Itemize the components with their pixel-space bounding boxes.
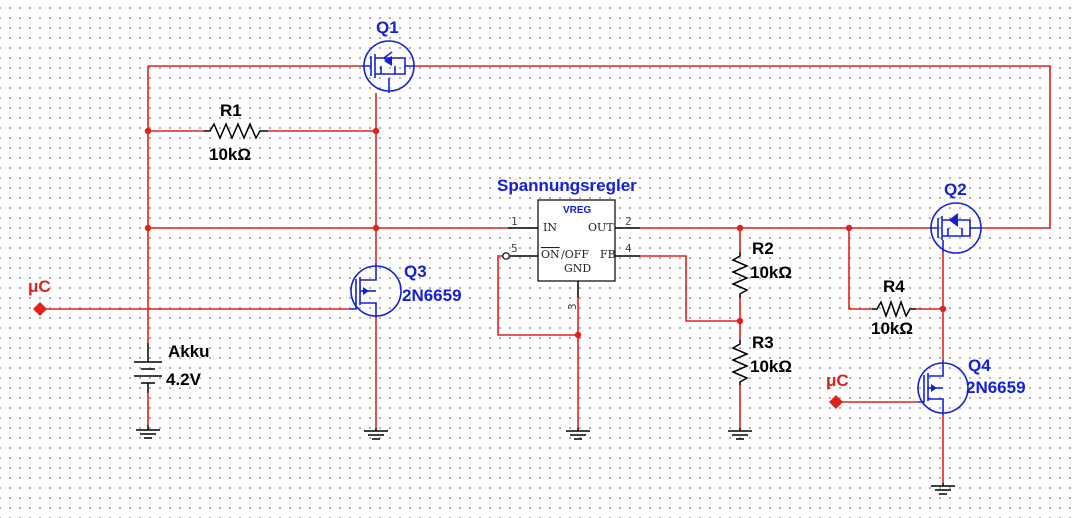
q4-mosfet[interactable]: Q4 2N6659 [917, 356, 1026, 415]
pin-out: OUT [588, 221, 614, 234]
junction-dot [845, 224, 853, 232]
r1-value: 10kΩ [209, 145, 251, 164]
ground-regulator [566, 428, 590, 440]
uc-port-right-label: μC [826, 371, 849, 390]
pin-number-1: 1 [511, 215, 518, 228]
pin-in: IN [543, 221, 557, 234]
uc-port-right[interactable]: μC [826, 371, 849, 409]
ground-divider [728, 428, 752, 440]
q3-part: 2N6659 [402, 286, 462, 305]
junction-dot [574, 331, 582, 339]
r4-value: 10kΩ [871, 319, 913, 338]
battery-value: 4.2V [166, 370, 202, 389]
r3-resistor[interactable]: R3 10kΩ [731, 333, 792, 385]
wires [40, 65, 1051, 483]
r3-value: 10kΩ [750, 357, 792, 376]
battery[interactable]: Akku 4.2V [134, 342, 210, 393]
q2-label: Q2 [944, 180, 967, 199]
wire-top-right-loop [415, 65, 1051, 229]
q3-label: Q3 [404, 262, 427, 281]
r1-resistor[interactable]: R1 10kΩ [204, 101, 268, 164]
q4-label: Q4 [968, 356, 991, 375]
junction-dot [939, 305, 947, 313]
junction-dot [372, 224, 380, 232]
regulator-inner-label: VREG [563, 205, 592, 216]
r2-resistor[interactable]: R2 10kΩ [731, 239, 792, 298]
junction-dot [736, 317, 744, 325]
r2-value: 10kΩ [750, 263, 792, 282]
r2-label: R2 [752, 239, 774, 258]
r4-resistor[interactable]: R4 10kΩ [871, 277, 916, 338]
q2-mosfet[interactable]: Q2 [930, 180, 982, 254]
junctions [144, 127, 947, 339]
junction-dot [144, 127, 152, 135]
wire-r4-left [848, 228, 872, 310]
q1-label: Q1 [376, 18, 399, 37]
wire-onoff-loop [497, 255, 578, 336]
r3-label: R3 [752, 333, 774, 352]
pin-gnd: GND [564, 262, 591, 275]
regulator-body [537, 199, 616, 282]
uc-port-left[interactable]: μC [28, 277, 51, 316]
pin-number-2: 2 [625, 215, 632, 228]
ground-q3 [364, 428, 388, 440]
q3-mosfet[interactable]: Q3 2N6659 [350, 262, 462, 318]
r1-label: R1 [220, 101, 242, 120]
pin-number-4: 4 [625, 242, 632, 255]
pin-fb: FB [600, 248, 616, 261]
r4-label: R4 [883, 277, 905, 296]
q4-part: 2N6659 [966, 378, 1026, 397]
q1-mosfet[interactable]: Q1 [362, 18, 415, 93]
pin-off: /OFF [561, 248, 589, 261]
pin-on: ON [541, 248, 560, 261]
uc-port-left-label: μC [28, 277, 51, 296]
junction-dot [736, 224, 744, 232]
wire-fb-line [640, 255, 740, 322]
ground-battery [136, 425, 160, 439]
regulator-title: Spannungsregler [497, 176, 637, 195]
voltage-regulator[interactable]: Spannungsregler VREG IN OUT ON /OFF FB G… [497, 176, 640, 310]
junction-dot [372, 127, 380, 135]
battery-label: Akku [168, 342, 210, 361]
junction-dot [144, 224, 152, 232]
pin-number-5: 5 [511, 242, 518, 255]
pin-number-3: 3 [566, 303, 579, 310]
ground-q4 [931, 483, 955, 495]
